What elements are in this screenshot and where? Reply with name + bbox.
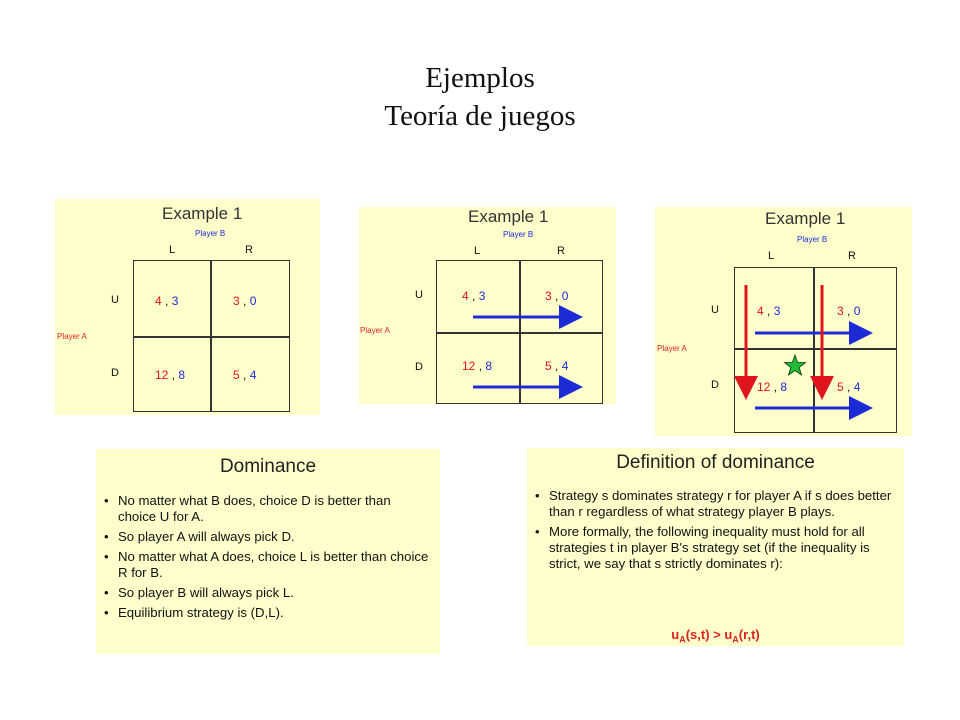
col-label-l: L xyxy=(768,250,775,262)
row-label-d: D xyxy=(711,379,719,391)
player-a-label: Player A xyxy=(657,344,687,353)
list-item: Strategy s dominates strategy r for play… xyxy=(533,488,898,520)
arrows-layer xyxy=(734,285,873,420)
cell-u-r: 3 , 0 xyxy=(837,304,861,318)
definition-bullets: Strategy s dominates strategy r for play… xyxy=(533,488,898,576)
list-item: Equilibrium strategy is (D,L). xyxy=(102,605,432,621)
payoff-grid xyxy=(734,267,897,433)
player-b-label: Player B xyxy=(797,235,828,244)
col-label-l: L xyxy=(169,244,176,256)
cell-d-r: 5 , 4 xyxy=(545,359,569,373)
example-panel-2: Example 1 Player B L R U Player A D 4 , … xyxy=(359,207,616,404)
definition-title: Definition of dominance xyxy=(616,452,815,473)
cell-u-r: 3 , 0 xyxy=(545,289,569,303)
col-label-r: R xyxy=(848,250,856,262)
col-label-r: R xyxy=(557,245,565,257)
example-title: Example 1 xyxy=(162,204,243,223)
cell-d-l: 12 , 8 xyxy=(155,368,186,382)
example-title: Example 1 xyxy=(765,209,846,228)
player-b-label: Player B xyxy=(195,229,226,238)
dominance-bullets: No matter what B does, choice D is bette… xyxy=(102,493,432,625)
list-item: More formally, the following inequality … xyxy=(533,524,898,572)
list-item: So player A will always pick D. xyxy=(102,529,432,545)
dominance-panel: Dominance No matter what B does, choice … xyxy=(96,449,440,654)
cell-u-l: 4 , 3 xyxy=(757,304,781,318)
row-label-d: D xyxy=(415,361,423,373)
col-label-l: L xyxy=(474,245,481,257)
player-a-label: Player A xyxy=(360,326,390,335)
cell-d-l: 12 , 8 xyxy=(757,380,788,394)
list-item: No matter what A does, choice L is bette… xyxy=(102,549,432,581)
list-item: No matter what B does, choice D is bette… xyxy=(102,493,432,525)
player-a-label: Player A xyxy=(57,332,87,341)
cell-u-l: 4 , 3 xyxy=(155,294,179,308)
example-title: Example 1 xyxy=(468,207,549,226)
definition-panel: Definition of dominance Strategy s domin… xyxy=(527,448,904,646)
cell-d-r: 5 , 4 xyxy=(233,368,257,382)
arrows-layer xyxy=(473,305,583,399)
example-panel-3: Example 1 Player B L R U Player A D 4 , … xyxy=(655,207,912,436)
equilibrium-star-icon xyxy=(783,353,807,376)
player-b-label: Player B xyxy=(503,230,534,239)
dominance-title: Dominance xyxy=(219,456,317,477)
example-panel-1: Example 1 Player B L R U Player A D 4 , … xyxy=(55,199,320,415)
row-label-u: U xyxy=(711,304,719,316)
slide-title-line2: Teoría de juegos xyxy=(384,100,576,132)
slide-title-line1: Ejemplos xyxy=(425,62,535,94)
row-label-d: D xyxy=(111,367,119,379)
cell-u-l: 4 , 3 xyxy=(462,289,486,303)
col-label-r: R xyxy=(245,244,253,256)
row-label-u: U xyxy=(111,294,119,306)
cell-d-l: 12 , 8 xyxy=(462,359,493,373)
dominance-formula: uA(s,t) > uA(r,t) xyxy=(671,627,760,645)
cell-u-r: 3 , 0 xyxy=(233,294,257,308)
list-item: So player B will always pick L. xyxy=(102,585,432,601)
row-label-u: U xyxy=(415,289,423,301)
cell-d-r: 5 , 4 xyxy=(837,380,861,394)
